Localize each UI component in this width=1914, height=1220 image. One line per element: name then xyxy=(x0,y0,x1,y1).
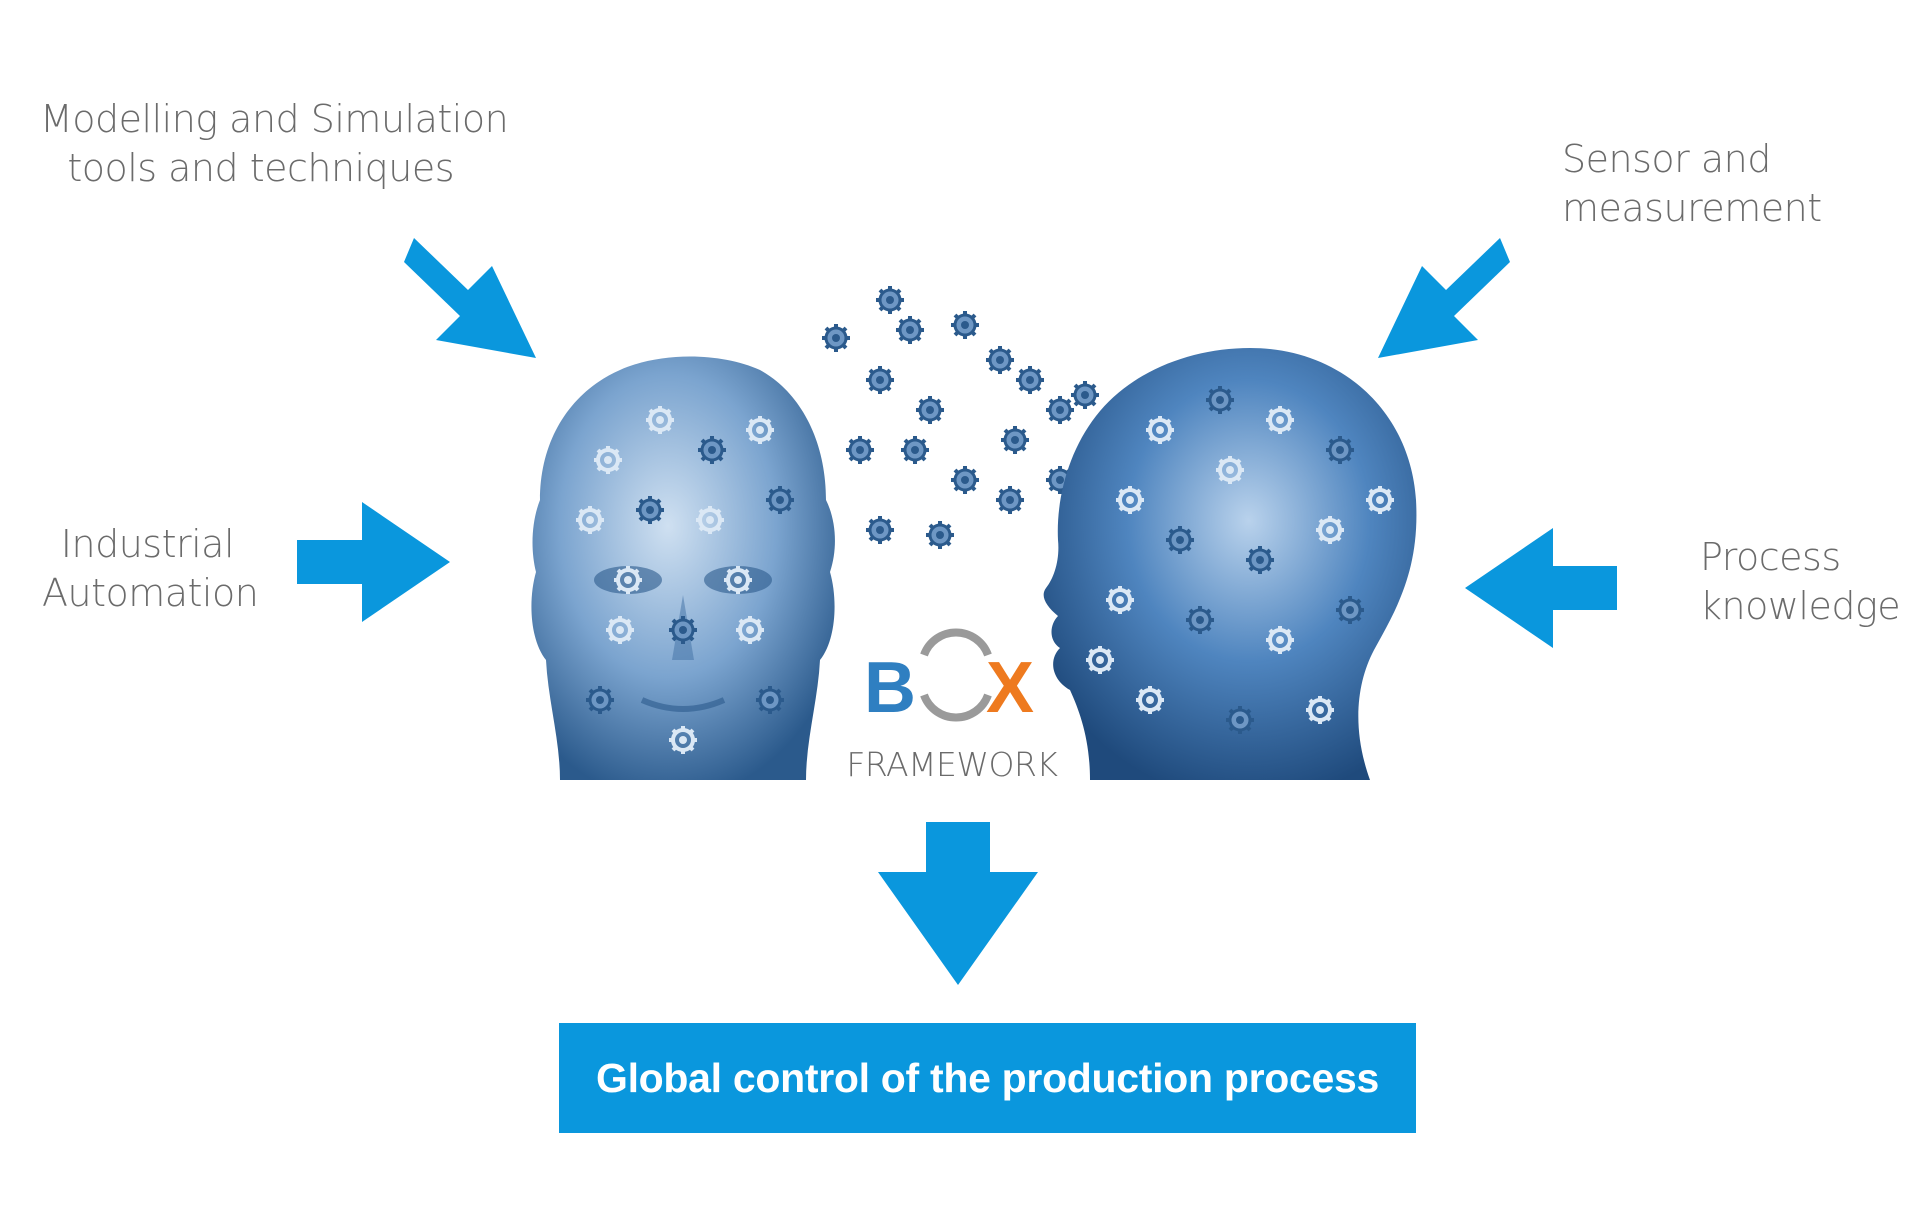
arrow-modelling xyxy=(404,238,536,358)
input-label-sensor-line1: Sensor and xyxy=(1562,137,1771,181)
logo-o-ring xyxy=(920,628,992,722)
logo-letter-b: B xyxy=(864,648,916,728)
input-label-process-line1: Process xyxy=(1700,535,1841,579)
input-label-modelling: Modelling and Simulation tools and techn… xyxy=(40,95,509,193)
right-gear-head-illustration xyxy=(1043,348,1417,780)
left-gear-head-illustration xyxy=(531,356,835,780)
flying-gears xyxy=(820,284,1101,551)
box-framework-logo: B X xyxy=(864,628,1034,728)
input-label-process-line2: knowledge xyxy=(1700,584,1901,628)
result-label: Global control of the production process xyxy=(596,1054,1379,1101)
arrow-process xyxy=(1465,528,1617,648)
logo-framework-word: FRAMEWORK xyxy=(846,745,1058,784)
arrow-sensor xyxy=(1378,238,1510,358)
input-label-sensor: Sensor and measurement xyxy=(1562,135,1822,233)
input-label-modelling-line2: tools and techniques xyxy=(67,146,454,190)
input-label-industrial: Industrial Automation xyxy=(42,520,259,618)
input-label-sensor-line2: measurement xyxy=(1562,186,1822,230)
input-label-industrial-line2: Automation xyxy=(42,571,259,615)
input-label-modelling-line1: Modelling and Simulation xyxy=(40,97,509,141)
logo-letter-x: X xyxy=(986,648,1034,728)
arrow-industrial xyxy=(297,502,450,622)
input-label-industrial-line1: Industrial xyxy=(60,522,235,566)
input-label-process: Process knowledge xyxy=(1700,533,1901,631)
result-box: Global control of the production process xyxy=(559,1023,1416,1133)
arrow-down xyxy=(878,822,1038,985)
